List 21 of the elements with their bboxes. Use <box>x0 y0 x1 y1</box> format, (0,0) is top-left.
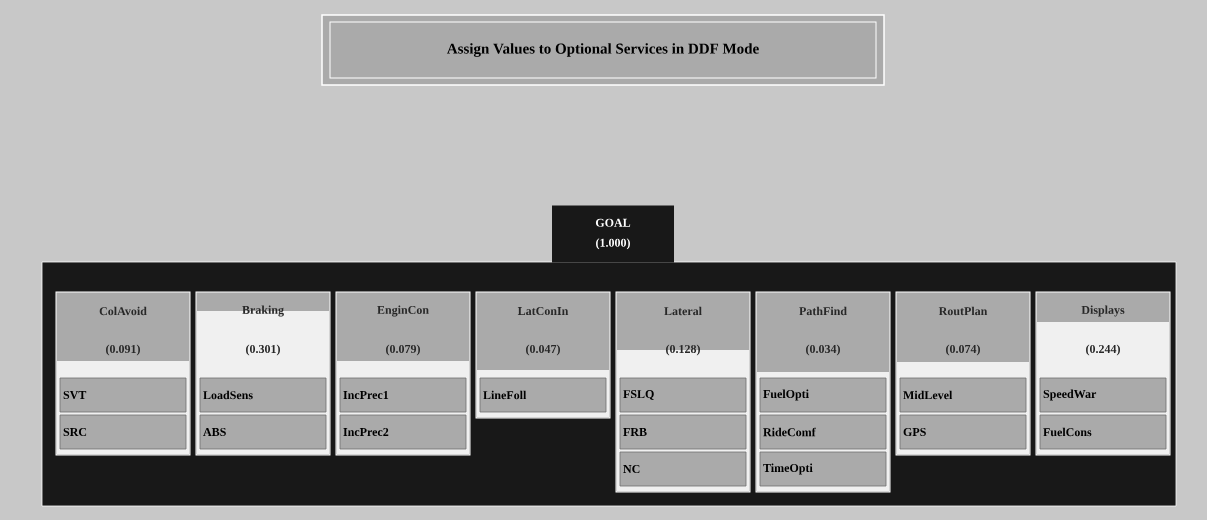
service-box: GPS <box>899 414 1027 450</box>
service-box: TimeOpti <box>759 451 887 487</box>
service-box: ABS <box>199 414 327 450</box>
service-box: FSLQ <box>619 377 747 413</box>
service-box: LoadSens <box>199 377 327 413</box>
service-box: FuelOpti <box>759 377 887 413</box>
node-label: GOAL <box>595 218 631 227</box>
service-box: FuelCons <box>1039 414 1167 450</box>
service-box: MidLevel <box>899 377 1027 413</box>
service-box: SpeedWar <box>1039 377 1167 413</box>
service-box: IncPrec1 <box>339 377 467 413</box>
goal-tab: GOAL (1.000) <box>552 205 674 263</box>
service-box: LineFoll <box>479 377 607 413</box>
service-box: SRC <box>59 414 187 450</box>
service-box: SVT <box>59 377 187 413</box>
service-box: NC <box>619 451 747 487</box>
title-box: Assign Values to Optional Services in DDF Mode <box>321 14 885 86</box>
service-box: FRB <box>619 414 747 450</box>
service-box: RideComf <box>759 414 887 450</box>
node-label: (1.000) <box>596 238 630 250</box>
service-box: IncPrec2 <box>339 414 467 450</box>
